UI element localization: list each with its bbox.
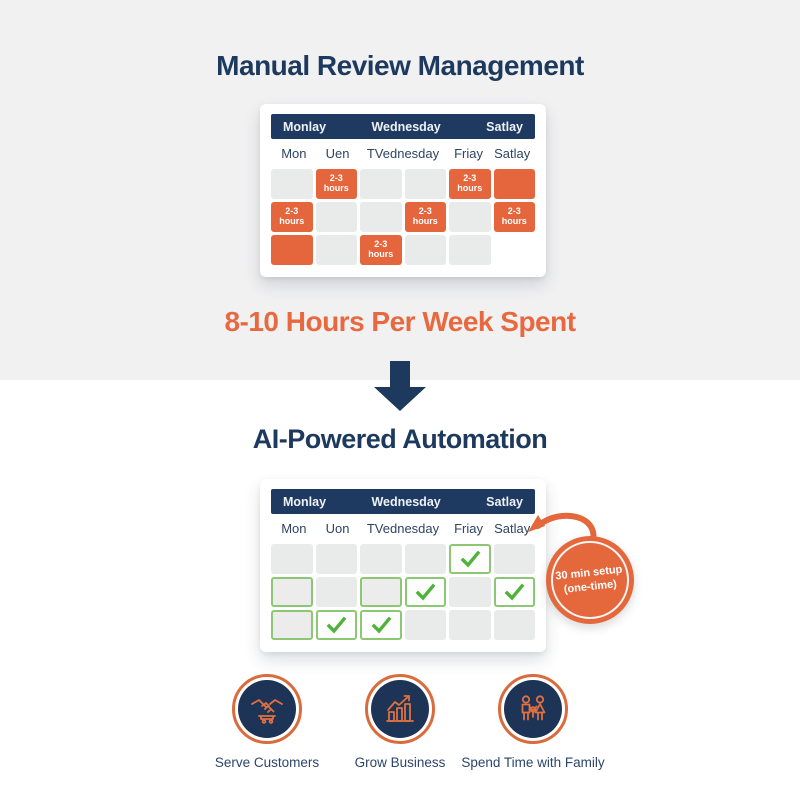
benefit-circle	[365, 674, 435, 744]
empty-cell	[449, 202, 491, 232]
calendar-header-label: Monlay	[283, 119, 327, 134]
busy-hours-cell: 2-3 hours	[360, 235, 402, 265]
day-label: Friay	[454, 521, 483, 536]
busy-hours-cell: 2-3 hours	[493, 202, 535, 232]
calendar-header-label: Satlay	[486, 494, 523, 509]
day-label: Uon	[325, 521, 350, 536]
down-arrow-icon	[374, 361, 426, 411]
checkmark-icon	[460, 550, 481, 568]
badge-ring	[551, 541, 629, 619]
busy-cell	[271, 235, 313, 265]
handshake-icon	[251, 699, 283, 724]
busy-hours-cell: 2-3 hours	[404, 202, 446, 232]
day-label: Mon	[281, 521, 307, 536]
empty-cell	[449, 235, 491, 265]
checkmark-icon	[504, 583, 525, 601]
automated-cell	[271, 610, 313, 640]
empty-cell	[360, 169, 402, 199]
benefit-grow-business: Grow Business	[334, 674, 467, 770]
benefit-circle	[232, 674, 302, 744]
benefit-circle	[498, 674, 568, 744]
calendar-day-labels: Mon Uen TVednesday Friay Satlay	[272, 146, 534, 161]
day-label: Satlay	[494, 521, 531, 536]
empty-cell	[315, 202, 357, 232]
empty-cell	[404, 169, 446, 199]
checkmark-icon	[326, 616, 347, 634]
empty-cell	[449, 610, 491, 640]
day-label: Uen	[325, 146, 350, 161]
day-label: Satlay	[494, 146, 531, 161]
empty-cell	[360, 544, 402, 574]
calendar-header-label: Wednesday	[371, 119, 441, 134]
setup-time-badge: 30 min setup (one-time)	[546, 536, 634, 624]
checkmark-icon	[415, 583, 436, 601]
automated-cell	[271, 577, 313, 607]
family-icon	[521, 695, 546, 721]
manual-section-title: Manual Review Management	[216, 50, 584, 81]
day-label: TVednesday	[366, 521, 440, 536]
benefit-family-time: Spend Time with Family	[461, 674, 605, 770]
busy-cell	[493, 169, 535, 199]
benefit-label: Grow Business	[354, 755, 446, 770]
hours-spent-text: 8-10 Hours Per Week Spent	[224, 306, 576, 337]
empty-cell	[360, 202, 402, 232]
automated-check-cell	[360, 610, 402, 640]
calendar-day-labels: Mon Uon TVednesday Friay Satlay	[272, 521, 534, 536]
benefit-circle-inner	[371, 680, 429, 738]
busy-hours-cell: 2-3 hours	[271, 202, 313, 232]
empty-cell	[449, 577, 491, 607]
calendar-header-label: Monlay	[283, 494, 327, 509]
empty-cell	[315, 235, 357, 265]
ai-section-title: AI-Powered Automation	[252, 424, 548, 454]
day-label: Mon	[281, 146, 307, 161]
automated-cell	[360, 577, 402, 607]
empty-cell	[404, 610, 446, 640]
calendar-header-label: Satlay	[486, 119, 523, 134]
empty-cell	[493, 544, 535, 574]
checkmark-icon	[371, 616, 392, 634]
automated-check-cell	[493, 577, 535, 607]
calendar-header-bar: Monlay Wednesday Satlay	[271, 114, 535, 139]
automated-check-cell	[404, 577, 446, 607]
benefit-circle-inner	[504, 680, 562, 738]
day-label: Friay	[454, 146, 483, 161]
benefit-circle-inner	[238, 680, 296, 738]
busy-hours-cell: 2-3 hours	[449, 169, 491, 199]
automated-check-cell	[315, 610, 357, 640]
benefit-label: Serve Customers	[214, 755, 320, 770]
empty-cell	[404, 235, 446, 265]
benefit-label: Spend Time with Family	[461, 755, 605, 770]
empty-cell	[493, 610, 535, 640]
benefit-serve-customers: Serve Customers	[201, 674, 334, 770]
day-label: TVednesday	[366, 146, 440, 161]
calendar-header-label: Wednesday	[371, 494, 441, 509]
growth-chart-icon	[386, 695, 414, 722]
empty-cell	[271, 544, 313, 574]
busy-hours-cell: 2-3 hours	[315, 169, 357, 199]
empty-cell	[315, 577, 357, 607]
empty-cell	[404, 544, 446, 574]
calendar-grid	[271, 544, 535, 640]
empty-cell	[271, 169, 313, 199]
calendar-header-bar: Monlay Wednesday Satlay	[271, 489, 535, 514]
benefits-row: Serve Customers Grow Business	[0, 674, 800, 770]
automated-check-cell	[449, 544, 491, 574]
blank-cell	[494, 235, 536, 265]
empty-cell	[315, 544, 357, 574]
